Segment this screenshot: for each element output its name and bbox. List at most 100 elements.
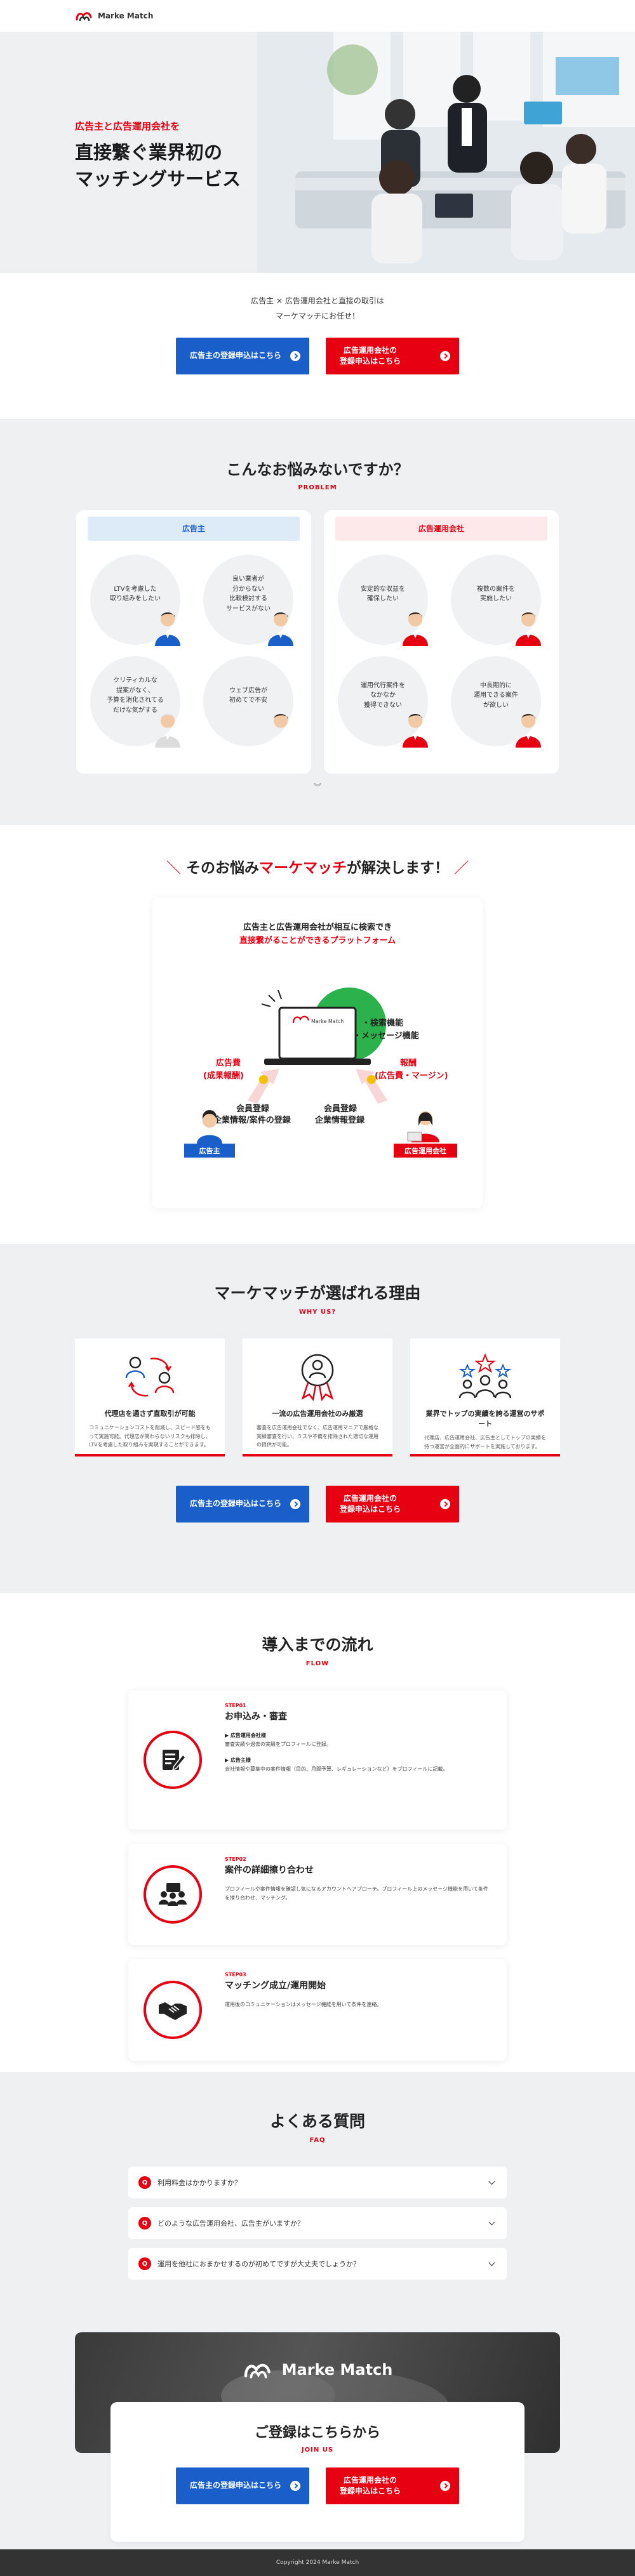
- advertiser-register: 会員登録: [236, 1104, 270, 1114]
- advertiser-register-detail: 企業情報/案件の登録: [213, 1115, 291, 1125]
- reasons-cta-row: 広告主の登録申込はこちら 広告運用会社の登録申込はこちら: [0, 1486, 635, 1522]
- arrow-right-icon: [290, 1499, 300, 1509]
- reason-card: 一流の広告運用会社のみ厳選 審査を広告運用会社でなく、広告運用マニアで厳格な実績…: [243, 1338, 392, 1456]
- arrow-right-icon: [290, 351, 300, 361]
- person-illustration-icon: [155, 714, 180, 748]
- arrow-right-icon: [290, 2481, 300, 2491]
- advertiser-register-label: 広告主の登録申込はこちら: [190, 351, 282, 360]
- chevron-down-icon: ︾: [313, 783, 321, 791]
- problem-title: こんなお悩みないですか？: [226, 461, 409, 479]
- hero-section: 広告主と広告運用会社を 直接繋ぐ業界初の マッチングサービス: [0, 32, 635, 273]
- platform-diagram: ・検索機能 ・メッセージ機能 Marke Match 広告費 (成果報酬) 報酬…: [184, 987, 457, 1158]
- hero-title-line2: マッチングサービス: [75, 168, 241, 190]
- team-stars-icon: [424, 1351, 546, 1401]
- worry-bubble: クリティカルな 提案がなく、 予算を消化されてる だけな気がする: [90, 656, 180, 748]
- worry-text: 中長期的に 運用できる案件 が欲しい: [474, 682, 518, 709]
- flow-step-text: プロフィールや案件情報を確認し気になるアカウントへアプローチ。プロフィール上のメ…: [225, 1886, 488, 1901]
- flow-subtitle: FLOW: [305, 1660, 330, 1667]
- flow-step-number: STEP03: [225, 1972, 246, 1978]
- flow-step-body: STEP03 マッチング成立/運用開始 運用後のコミュニケーションはメッセージ機…: [225, 1972, 382, 2048]
- copyright: Copyright 2024 Marke Match: [276, 2559, 359, 2566]
- worry-bubble: 運用代行案件を なかなか 獲得できない: [338, 656, 428, 748]
- laptop-logo-text: Marke Match: [311, 1019, 344, 1024]
- direct-deal-icon: [89, 1351, 211, 1401]
- arrow-right-icon: [440, 351, 450, 361]
- faq-item[interactable]: Q どのような広告運用会社、広告主がいますか？: [128, 2207, 507, 2239]
- flow-step-name: 案件の詳細擦り合わせ: [225, 1865, 314, 1875]
- flow-step-name: お申込み・審査: [225, 1712, 287, 1722]
- chevron-down-icon: [488, 2219, 495, 2225]
- solution-lead: 広告主と広告運用会社が相互に検索でき 直接繋がることができるプラットフォーム: [239, 923, 396, 946]
- faq-item[interactable]: Q 運用を他社におまかせするのが初めてですが大丈夫でしょうか？: [128, 2248, 507, 2280]
- marke-match-logo-icon: [244, 2363, 271, 2379]
- advertiser-register-button[interactable]: 広告主の登録申込はこちら: [176, 1486, 309, 1522]
- flow-step-card: STEP02 案件の詳細擦り合わせ プロフィールや案件情報を確認し気になるアカウ…: [128, 1844, 507, 1945]
- feature-search: ・検索機能: [362, 1018, 403, 1028]
- person-illustration-icon: [268, 612, 293, 646]
- person-illustration-icon: [268, 714, 293, 748]
- flow-step-number: STEP02: [225, 1856, 246, 1862]
- flow-step-number: STEP01: [225, 1703, 246, 1708]
- person-illustration-icon: [403, 714, 428, 748]
- person-illustration-icon: [403, 612, 428, 646]
- operator-problem-card: 広告運用会社 安定的な収益を 確保したい複数の案件を 実施したい運用代行案件を …: [324, 510, 559, 774]
- flow-title: 導入までの流れ: [262, 1635, 373, 1654]
- hero-meeting-photo: [257, 32, 635, 273]
- reason-text: 審査を広告運用会社でなく、広告運用マニアで厳格な実績審査を行い、ミスや不備を排除…: [257, 1425, 378, 1448]
- operator-register-button[interactable]: 広告運用会社の登録申込はこちら: [326, 2467, 459, 2504]
- faq-list: Q 利用料金はかかりますか？ Q どのような広告運用会社、広告主がいますか？ Q…: [128, 2167, 507, 2280]
- intro-section: 広告主 × 広告運用会社と直接の取引は マーケマッチにお任せ！ 広告主の登録申込…: [0, 273, 635, 419]
- flow-step-text: 運用後のコミュニケーションはメッセージ機能を用いて条件を連絡。: [225, 2002, 382, 2007]
- meeting-icon: [144, 1865, 202, 1924]
- question-icon: Q: [138, 2257, 151, 2270]
- advertiser-register-button[interactable]: 広告主の登録申込はこちら: [176, 338, 309, 374]
- worry-bubble: ウェブ広告が 初めてで不安: [203, 656, 293, 748]
- operator-fee-type: (広告費・マージン): [375, 1071, 448, 1081]
- advertiser-register-button[interactable]: 広告主の登録申込はこちら: [176, 2467, 309, 2504]
- handshake-icon: [144, 1981, 202, 2039]
- worry-text: 運用代行案件を なかなか 獲得できない: [361, 682, 405, 709]
- problem-subtitle: PROBLEM: [298, 484, 337, 491]
- advertiser-role: 広告主: [199, 1146, 220, 1155]
- flow-step-text: ▶ 広告運用会社様 審査実績や過去の実績をプロフィールに登録。 ▶ 広告主様 会…: [225, 1733, 448, 1773]
- operator-role: 広告運用会社: [404, 1146, 446, 1155]
- reasons-section: マーケマッチが選ばれる理由 WHY US? 代理店を通さず直取引が可能 コミュニ…: [0, 1244, 635, 1593]
- problem-cards: 広告主 LTVを考慮した 取り組みをしたい良い業者が 分からない 比較検討する …: [0, 510, 635, 774]
- worry-text: 安定的な収益を 確保したい: [361, 585, 405, 603]
- intro-line2: マーケマッチにお任せ！: [275, 312, 359, 320]
- operator-problem-list: 安定的な収益を 確保したい複数の案件を 実施したい運用代行案件を なかなか 獲得…: [335, 555, 547, 748]
- faq-title: よくある質問: [269, 2112, 365, 2130]
- join-title: ご登録はこちらから: [254, 2425, 380, 2441]
- person-illustration-icon: [516, 714, 541, 748]
- operator-problem-label: 広告運用会社: [335, 517, 547, 541]
- flow-section: 導入までの流れ FLOW STEP01 お申込み・審査 ▶ 広告運用会社様 審査…: [0, 1593, 635, 2072]
- operator-register-button[interactable]: 広告運用会社の登録申込はこちら: [326, 338, 459, 374]
- join-logo-text: Marke Match: [281, 2361, 393, 2379]
- arrow-right-icon: [440, 1499, 450, 1509]
- operator-register-button[interactable]: 広告運用会社の登録申込はこちら: [326, 1486, 459, 1522]
- flow-step-body: STEP01 お申込み・審査 ▶ 広告運用会社様 審査実績や過去の実績をプロフィ…: [225, 1703, 448, 1817]
- site-header: Marke Match: [0, 0, 635, 32]
- operator-register: 会員登録: [324, 1104, 358, 1114]
- flow-step-name: マッチング成立/運用開始: [225, 1981, 326, 1991]
- reasons-subtitle: WHY US?: [298, 1309, 337, 1316]
- person-illustration-icon: [155, 612, 180, 646]
- worry-text: LTVを考慮した 取り組みをしたい: [110, 585, 161, 603]
- worry-bubble: LTVを考慮した 取り組みをしたい: [90, 555, 180, 646]
- faq-question: 運用を他社におまかせするのが初めてですが大丈夫でしょうか？: [157, 2260, 360, 2268]
- join-cta-row: 広告主の登録申込はこちら 広告運用会社の登録申込はこちら: [110, 2467, 525, 2504]
- intro-cta-row: 広告主の登録申込はこちら 広告運用会社の登録申込はこちら: [0, 338, 635, 374]
- chevron-down-icon: [488, 2178, 495, 2184]
- faq-subtitle: FAQ: [309, 2137, 326, 2144]
- faq-item[interactable]: Q 利用料金はかかりますか？: [128, 2167, 507, 2198]
- problem-section: こんなお悩みないですか？ PROBLEM 広告主 LTVを考慮した 取り組みをし…: [0, 419, 635, 825]
- feature-message: ・メッセージ機能: [353, 1031, 419, 1041]
- operator-fee: 報酬: [400, 1058, 417, 1068]
- site-logo[interactable]: Marke Match: [75, 10, 153, 22]
- operator-register-label: 広告運用会社の登録申込はこちら: [340, 1493, 401, 1514]
- site-footer: Copyright 2024 Marke Match: [0, 2549, 635, 2576]
- reasons-title: マーケマッチが選ばれる理由: [214, 1284, 421, 1302]
- solution-diagram: 広告主と広告運用会社が相互に検索でき 直接繋がることができるプラットフォーム ・…: [152, 897, 483, 1208]
- person-illustration-icon: [516, 612, 541, 646]
- advertiser-register-label: 広告主の登録申込はこちら: [190, 2481, 282, 2490]
